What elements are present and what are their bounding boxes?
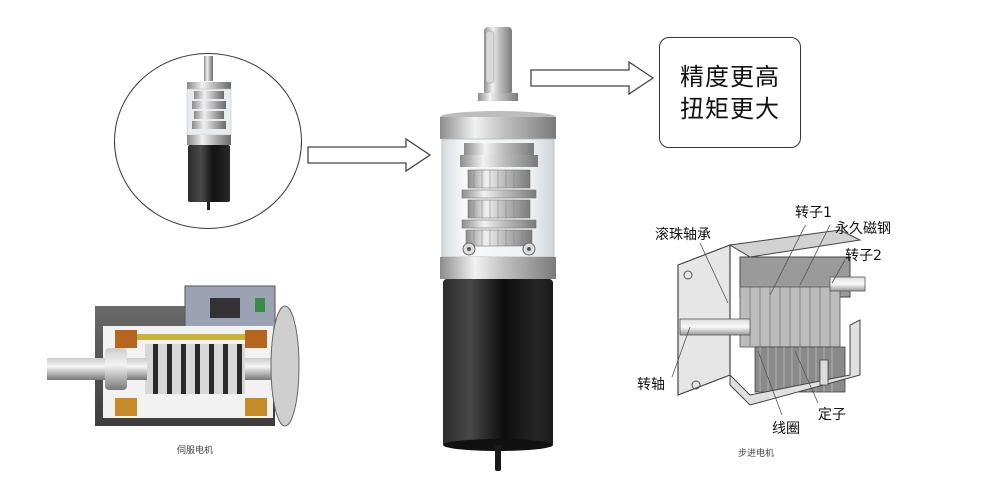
benefit-precision-text: 精度更高 [680,62,780,91]
stepper-motor-cutaway-image [671,225,866,416]
label-rotor-2: 转子2 [845,248,882,264]
small-motor-circle [114,53,302,229]
benefit-torque-text: 扭矩更大 [680,94,780,123]
label-ball-bearing: 滚珠轴承 [655,227,711,243]
label-shaft: 转轴 [637,377,665,393]
benefits-callout-box: 精度更高 扭矩更大 [659,37,801,148]
label-rotor-1: 转子1 [795,205,832,221]
planetary-gear-motor-image [440,27,556,471]
right-arrow-icon [307,137,432,173]
servo-motor-cutaway-image [47,285,300,427]
right-arrow-icon-2 [530,60,655,96]
label-coil: 线圈 [772,421,800,437]
servo-motor-caption: 伺服电机 [177,446,214,456]
small-geared-motor-image [186,56,232,210]
stepper-motor-caption: 步进电机 [738,449,775,459]
label-stator: 定子 [818,407,846,423]
label-permanent-magnet: 永久磁钢 [835,221,891,237]
